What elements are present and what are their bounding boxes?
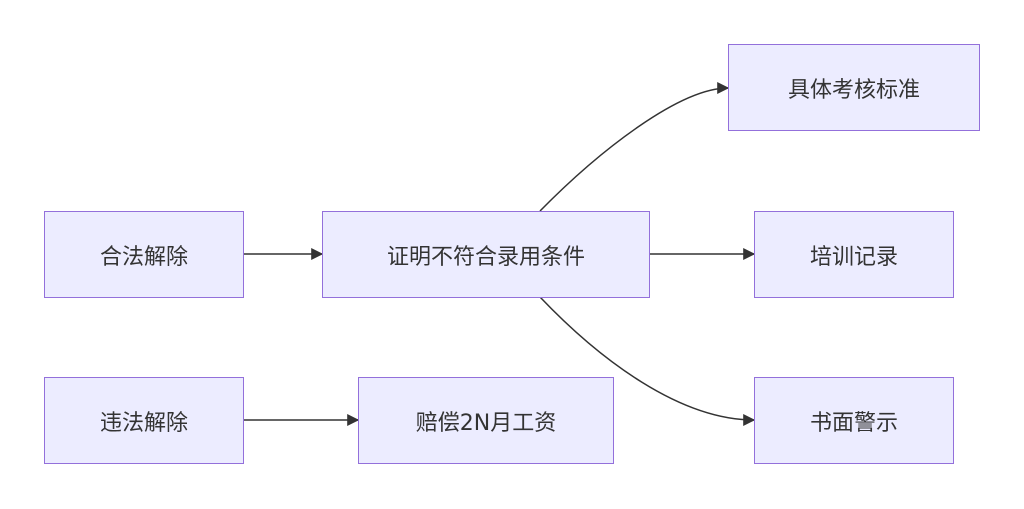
node-training-record: 培训记录	[754, 211, 954, 298]
edge-prove-to-assessment	[539, 82, 730, 212]
node-prove-unqualified: 证明不符合录用条件	[322, 211, 650, 298]
node-illegal-termination: 违法解除	[44, 377, 244, 464]
edge-prove-to-warning	[539, 296, 756, 426]
node-legal-termination: 合法解除	[44, 211, 244, 298]
node-written-warning: 书面警示	[754, 377, 954, 464]
node-assessment-standard: 具体考核标准	[728, 44, 980, 131]
node-compensation: 赔偿2N月工资	[358, 377, 614, 464]
